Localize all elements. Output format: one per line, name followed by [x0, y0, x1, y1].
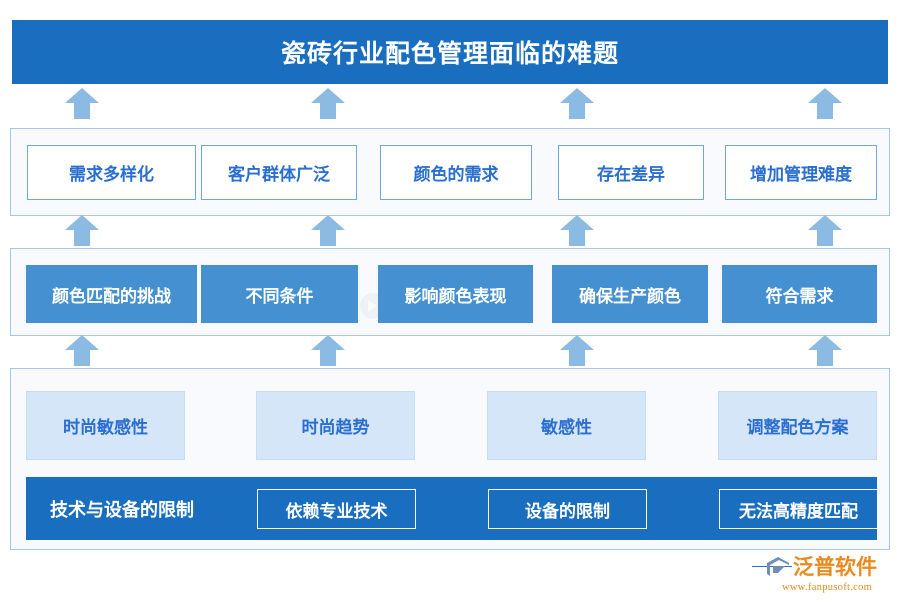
- row4-box-1[interactable]: 时尚敏感性: [26, 391, 185, 460]
- brand-logo: 泛普软件 www.fanpusoft.com: [766, 552, 894, 596]
- up-arrow-icon: [560, 335, 594, 366]
- up-arrow-icon: [560, 88, 594, 119]
- row4-box-4[interactable]: 调整配色方案: [718, 391, 877, 460]
- up-arrow-icon: [808, 88, 842, 119]
- diagram-title-bar: 瓷砖行业配色管理面临的难题: [12, 20, 888, 84]
- row3-box-5[interactable]: 符合需求: [722, 265, 877, 323]
- row5-box-1-label: 依赖专业技术: [285, 501, 388, 521]
- row2-box-1-label: 需求多样化: [69, 165, 154, 184]
- row5-box-2[interactable]: 设备的限制: [488, 489, 647, 529]
- row2-box-1[interactable]: 需求多样化: [27, 145, 196, 200]
- up-arrow-icon: [808, 215, 842, 246]
- row5-box-1[interactable]: 依赖专业技术: [257, 489, 416, 529]
- brand-divider: [752, 566, 792, 567]
- brand-name: 泛普软件: [793, 556, 877, 579]
- row3-box-4[interactable]: 确保生产颜色: [552, 265, 708, 323]
- row5-box-3-label: 无法高精度匹配: [739, 501, 858, 521]
- row2-box-3-label: 颜色的需求: [413, 165, 499, 184]
- row3-box-5-label: 符合需求: [765, 286, 834, 306]
- row2-box-2[interactable]: 客户群体广泛: [201, 145, 357, 200]
- row2-box-2-label: 客户群体广泛: [228, 165, 330, 184]
- row3-box-4-label: 确保生产颜色: [579, 286, 681, 306]
- row3-box-3-label: 影响颜色表现: [404, 286, 507, 306]
- up-arrow-icon: [808, 335, 842, 366]
- row4-box-4-label: 调整配色方案: [746, 418, 849, 437]
- up-arrow-icon: [65, 215, 99, 246]
- row2-box-4-label: 存在差异: [597, 165, 665, 184]
- row3-box-2-label: 不同条件: [245, 286, 314, 306]
- up-arrow-icon: [311, 335, 345, 366]
- row3-box-1-label: 颜色匹配的挑战: [52, 286, 171, 306]
- row2-box-4[interactable]: 存在差异: [558, 145, 704, 200]
- row5-heading: 技术与设备的限制: [50, 499, 194, 520]
- page-title: 瓷砖行业配色管理面临的难题: [280, 40, 619, 68]
- technology-limits-strip: 技术与设备的限制 依赖专业技术 设备的限制 无法高精度匹配: [26, 477, 878, 540]
- row2-box-3[interactable]: 颜色的需求: [380, 145, 532, 200]
- row4-box-3-label: 敏感性: [541, 418, 592, 437]
- fanpu-mark-icon: [766, 556, 790, 580]
- row3-box-1[interactable]: 颜色匹配的挑战: [26, 265, 197, 323]
- row4-box-2-label: 时尚趋势: [301, 418, 370, 437]
- row5-box-3[interactable]: 无法高精度匹配: [719, 489, 878, 529]
- up-arrow-icon: [311, 88, 345, 119]
- row5-box-2-label: 设备的限制: [525, 501, 610, 521]
- row3-box-2[interactable]: 不同条件: [201, 265, 358, 323]
- up-arrow-icon: [311, 215, 345, 246]
- up-arrow-icon: [65, 335, 99, 366]
- row4-box-3[interactable]: 敏感性: [487, 391, 646, 460]
- row3-box-3[interactable]: 影响颜色表现: [378, 265, 533, 323]
- up-arrow-icon: [65, 88, 99, 119]
- row2-box-5[interactable]: 增加管理难度: [725, 145, 877, 200]
- row4-box-1-label: 时尚敏感性: [63, 418, 148, 437]
- row2-box-5-label: 增加管理难度: [750, 165, 852, 184]
- up-arrow-icon: [560, 215, 594, 246]
- brand-url: www.fanpusoft.com: [782, 581, 873, 593]
- row4-box-2[interactable]: 时尚趋势: [256, 391, 415, 460]
